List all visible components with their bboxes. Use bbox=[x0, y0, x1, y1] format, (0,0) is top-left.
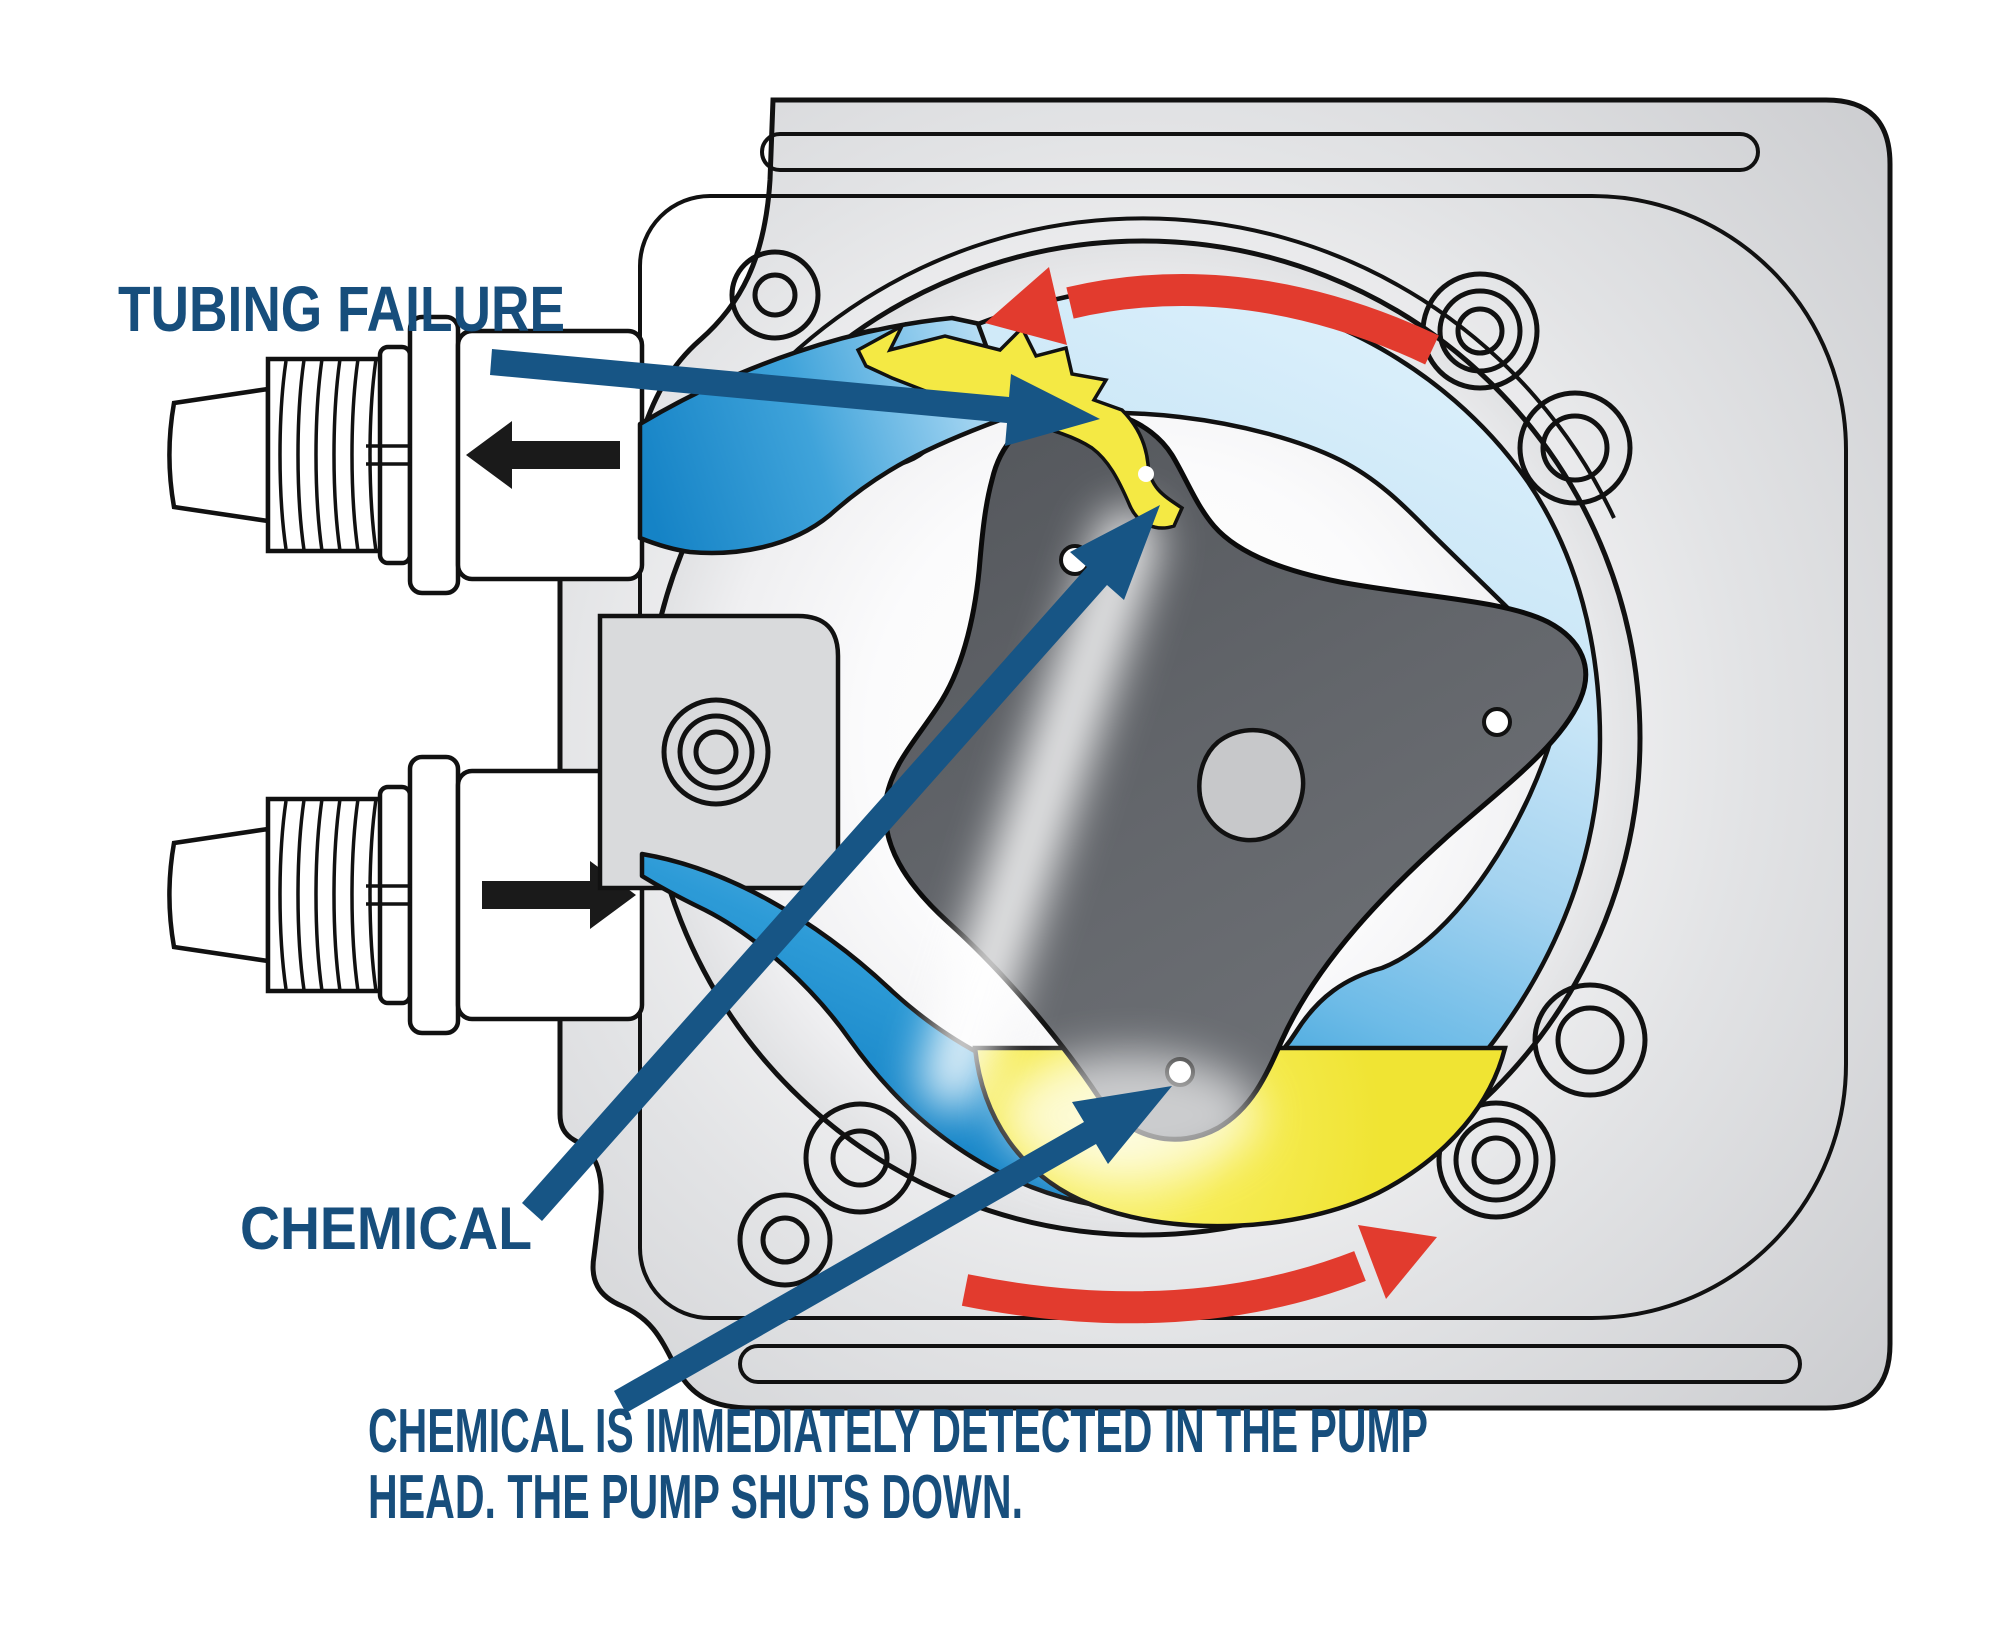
tubing-failure-pointer-arrow bbox=[490, 349, 1100, 446]
bolt-hole-bottom-right bbox=[1532, 982, 1648, 1098]
suction-fitting bbox=[167, 754, 645, 1036]
rotor-hub-bore bbox=[1197, 727, 1306, 843]
splash-shape bbox=[855, 321, 1185, 530]
rotation-indicators bbox=[961, 267, 1439, 1324]
discharge-fitting bbox=[167, 314, 645, 596]
rotation-arrow-bottom-icon bbox=[961, 1225, 1437, 1324]
rotation-head-top bbox=[985, 267, 1067, 345]
splash-gap bbox=[1138, 466, 1154, 482]
annotation-arrows bbox=[490, 349, 1172, 1413]
rotation-head-bottom bbox=[1358, 1225, 1437, 1299]
inlet-flow-right-arrow-icon bbox=[482, 861, 636, 929]
fitting-flange-nut bbox=[407, 314, 461, 596]
chemical-pointer-arrow bbox=[522, 505, 1160, 1221]
fittings bbox=[167, 314, 645, 1036]
rotor-sheen bbox=[920, 508, 1160, 1110]
fitting-washer bbox=[377, 344, 413, 566]
left-mounting-tab bbox=[597, 613, 841, 891]
screw-left-middle bbox=[661, 697, 771, 807]
rotor-pin-hole-right bbox=[1482, 707, 1512, 737]
housing-bottom-slot bbox=[738, 1344, 1802, 1384]
chemical-leak-splash bbox=[855, 321, 1185, 530]
fitting-thread-ridges bbox=[278, 358, 396, 552]
fitting-nozzle-tip bbox=[167, 826, 271, 964]
text-labels: TUBING FAILURE CHEMICAL CHEMICAL IS IMME… bbox=[118, 273, 1428, 1532]
rotation-arc-bottom bbox=[961, 1251, 1366, 1324]
fitting-mid-lines bbox=[366, 884, 412, 906]
fitting-thread-ridges bbox=[278, 798, 396, 992]
fitting-nozzle-tip bbox=[167, 386, 271, 524]
housing-top-slot bbox=[760, 132, 1760, 172]
bolt-hole-top-right bbox=[1517, 390, 1633, 506]
tubing-failure-label: TUBING FAILURE bbox=[118, 273, 565, 345]
rotation-arrow-top-icon bbox=[985, 267, 1439, 365]
bolt-hole-bottom-left-upper bbox=[803, 1101, 917, 1215]
detection-pointer-arrow bbox=[614, 1086, 1172, 1413]
roller-assembly bbox=[882, 407, 1589, 1142]
bolt-hole-bottom-left-lower bbox=[737, 1192, 833, 1288]
caption-line-1: CHEMICAL IS IMMEDIATELY DETECTED IN THE … bbox=[368, 1397, 1428, 1466]
housing-face-outline bbox=[638, 194, 1848, 1320]
bolt-hole-top-left bbox=[729, 249, 821, 341]
fitting-flange-nut bbox=[407, 754, 461, 1036]
caption-line-2: HEAD. THE PUMP SHUTS DOWN. bbox=[368, 1463, 1023, 1532]
outlet-flow-left-arrow-icon bbox=[466, 421, 620, 489]
tube-segment-main-loop bbox=[639, 284, 1603, 1214]
chemical-label: CHEMICAL bbox=[240, 1195, 532, 1262]
fitting-mid-lines bbox=[366, 444, 412, 466]
rotation-arc-top bbox=[1066, 274, 1439, 365]
fitting-washer bbox=[377, 784, 413, 1006]
screw-bottom-right bbox=[1436, 1100, 1556, 1220]
